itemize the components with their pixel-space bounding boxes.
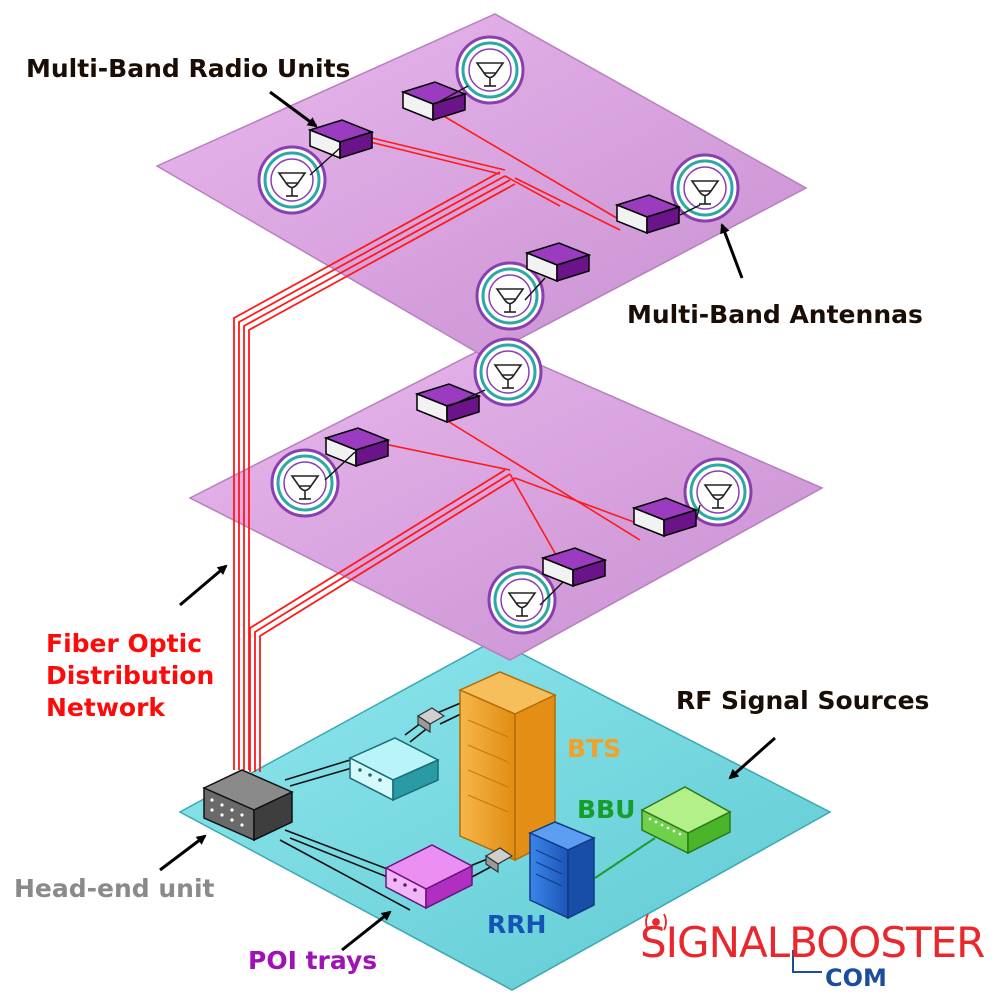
bts-cabinet [458, 671, 557, 862]
label-head-end: Head-end unit [14, 874, 215, 903]
signal-icon [645, 913, 667, 931]
label-bbu: BBU [577, 795, 636, 824]
antenna-leads-upper [309, 85, 701, 301]
floor-plate-lower [188, 343, 824, 661]
label-radio-units: Multi-Band Radio Units [26, 54, 351, 83]
attenuator-1 [416, 707, 446, 734]
label-poi-trays: POI trays [248, 946, 378, 975]
label-rrh: RRH [487, 910, 547, 939]
bbu-unit [640, 786, 732, 855]
combiner-unit [348, 737, 440, 802]
antenna-mid-1 [473, 337, 543, 407]
label-fiber-line3: Network [46, 692, 166, 722]
antenna-top-2 [257, 145, 327, 215]
antenna-top-3 [670, 153, 740, 223]
label-antennas: Multi-Band Antennas [627, 300, 923, 329]
floor-wiring-upper [369, 107, 621, 231]
head-end-unit [202, 769, 294, 842]
poi-tray [384, 844, 474, 910]
bbu-link [594, 837, 656, 879]
antenna-top-4 [475, 261, 545, 331]
label-bts: BTS [567, 734, 622, 763]
label-fiber-network: Fiber Optic Distribution Network [46, 628, 214, 723]
label-rf-sources: RF Signal Sources [676, 686, 930, 715]
floor-plate-upper [155, 13, 808, 358]
fiber-bundle [233, 171, 516, 772]
brand-underline [792, 950, 822, 973]
brand-logo: SIGNALBOOSTER [640, 918, 985, 967]
antenna-mid-2 [270, 448, 340, 518]
brand-suffix: COM [825, 964, 887, 992]
antenna-leads-lower [324, 389, 701, 606]
rrh-unit [528, 821, 596, 920]
floor-wiring-lower [364, 411, 651, 563]
pointer-arrows [159, 90, 776, 952]
label-fiber-line2: Distribution [46, 660, 215, 690]
antenna-top-1 [455, 35, 525, 105]
attenuator-2 [484, 847, 514, 874]
label-fiber-line1: Fiber Optic [46, 629, 203, 658]
